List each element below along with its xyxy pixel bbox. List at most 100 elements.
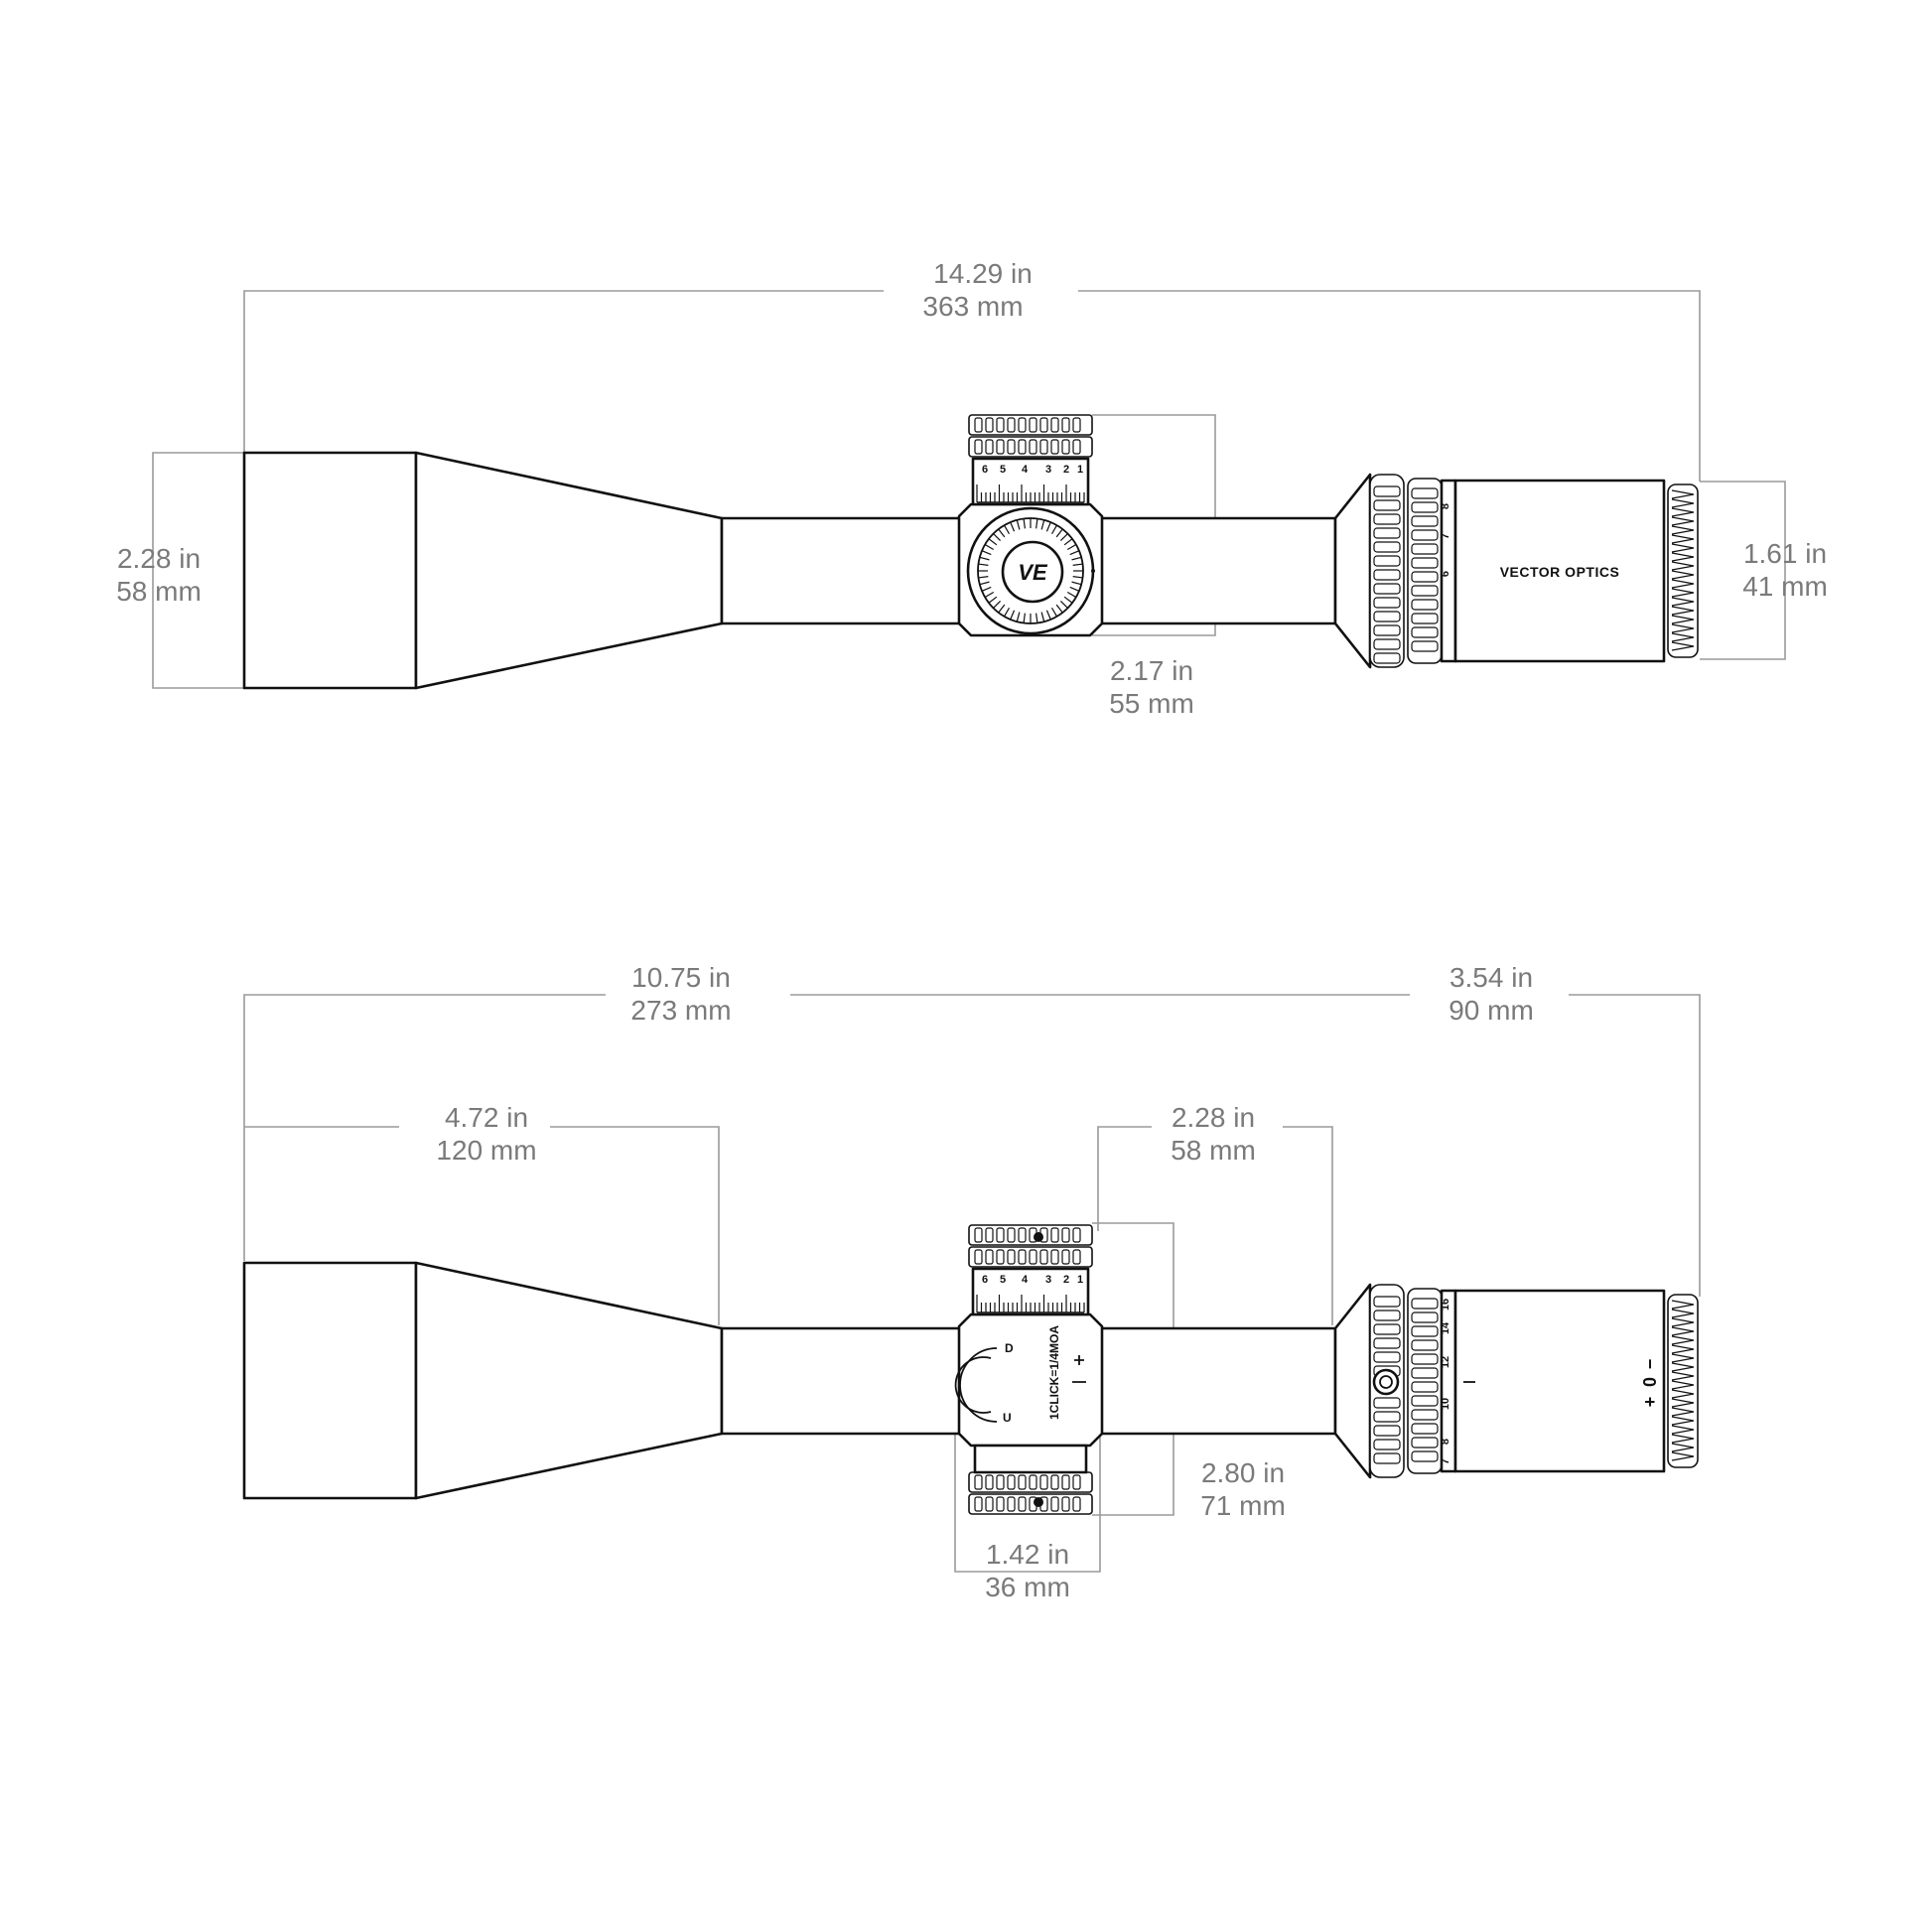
knurl-tooth	[1018, 1249, 1027, 1265]
cap-knurl-line	[1066, 543, 1077, 551]
knurl-tooth	[1018, 1227, 1027, 1243]
dial-u-label: U	[1003, 1411, 1012, 1425]
magnification-ring: 8 7 6	[1369, 474, 1457, 668]
cap-knurl-line	[1050, 607, 1058, 618]
length-to-eyepiece-dimension: 10.75 in 273 mm	[243, 962, 1332, 1261]
knurl-tooth	[1373, 624, 1401, 636]
knurl-tooth	[1373, 1323, 1401, 1335]
knurl-tooth	[1373, 513, 1401, 525]
elevation-turret-side: 6 5 4 3 2 1	[968, 1224, 1093, 1316]
knurl-tooth	[1671, 1443, 1695, 1452]
knurl-tooth	[1411, 501, 1439, 513]
knurl-tooth	[1671, 1309, 1695, 1318]
turret-height-dimension: 2.17 in 55 mm	[1092, 414, 1216, 719]
cap-knurl-line	[979, 556, 990, 561]
knurl-tooth	[1373, 583, 1401, 595]
objective-height-mm: 58 mm	[116, 576, 202, 607]
knurl-tooth	[1411, 613, 1439, 624]
saddle-width-in: 1.42 in	[986, 1539, 1069, 1570]
knurl-tooth	[1411, 626, 1439, 638]
turret-height-mm: 55 mm	[1109, 688, 1194, 719]
cap-knurl-line	[1016, 519, 1021, 530]
knurl-tooth	[1007, 1474, 1016, 1490]
knurl-tooth	[1018, 439, 1027, 455]
knurl-tooth	[1671, 623, 1695, 633]
knurl-tooth	[1671, 1326, 1695, 1336]
knurl-tooth	[1373, 527, 1401, 539]
knurl-tooth	[1671, 1362, 1695, 1372]
cap-knurl-line	[1063, 596, 1073, 604]
knurl-tooth	[1373, 541, 1401, 553]
knurl-tooth	[1671, 516, 1695, 526]
svg-text:1: 1	[1077, 464, 1083, 476]
knurl-tooth	[1671, 1344, 1695, 1354]
knurl-tooth	[1671, 498, 1695, 508]
eyepiece-transition-side	[1333, 1283, 1372, 1479]
svg-text:1: 1	[1077, 1274, 1083, 1286]
knurl-tooth	[974, 439, 983, 455]
knurl-tooth	[1029, 1474, 1037, 1490]
mag-ring-knurl	[1373, 485, 1439, 664]
cap-knurl-pattern	[978, 518, 1083, 623]
knurl-tooth	[1671, 489, 1695, 499]
turret-scale-band-side	[971, 1267, 1090, 1316]
knurl-tooth	[1039, 439, 1048, 455]
svg-text:6: 6	[982, 464, 988, 476]
knurl-tooth	[1373, 1425, 1401, 1437]
knurl-tooth	[1671, 615, 1695, 624]
knurl-tooth	[1411, 599, 1439, 611]
knurl-tooth	[1072, 439, 1081, 455]
objective-height-in: 2.28 in	[117, 543, 201, 574]
knurl-tooth	[996, 1474, 1005, 1490]
svg-text:5: 5	[1000, 464, 1006, 476]
knurl-tooth	[1411, 640, 1439, 652]
eyepiece-height-in: 1.61 in	[1743, 538, 1827, 569]
knurl-tooth	[1072, 1227, 1081, 1243]
turret-knurl-pattern-side	[974, 1227, 1081, 1265]
eyepiece-length-in: 3.54 in	[1449, 962, 1533, 993]
knurl-tooth	[1373, 555, 1401, 567]
knurl-tooth	[1671, 606, 1695, 616]
knurl-tooth	[1007, 417, 1016, 433]
bottom-turret	[968, 1444, 1093, 1515]
cap-knurl-line	[984, 543, 995, 551]
knurl-tooth	[985, 439, 994, 455]
knurl-tooth	[1373, 611, 1401, 622]
mag-ring-knurl-side	[1373, 1296, 1439, 1464]
knurl-tooth	[1373, 485, 1401, 497]
cap-knurl-line	[1016, 612, 1021, 622]
side-view: 10.75 in 273 mm 3.54 in 90 mm 4.72 in 12…	[242, 962, 1701, 1602]
knurl-tooth	[1671, 1451, 1695, 1461]
knurl-tooth	[1411, 1325, 1439, 1337]
knurl-tooth	[1411, 1339, 1439, 1351]
knurl-tooth	[1671, 1335, 1695, 1345]
knurl-tooth	[1373, 1439, 1401, 1450]
cap-knurl-line	[1059, 600, 1068, 609]
knurl-tooth	[996, 1496, 1005, 1512]
cap-knurl-line	[984, 591, 995, 599]
knurl-tooth	[1671, 1353, 1695, 1363]
knurl-tooth	[1029, 1249, 1037, 1265]
knurl-tooth	[1061, 439, 1070, 455]
cap-knurl-line	[1045, 521, 1051, 532]
brand-label: VECTOR OPTICS	[1500, 564, 1620, 580]
cap-knurl-line	[981, 550, 992, 556]
cap-knurl-line	[1010, 610, 1016, 621]
length-to-eyepiece-in: 10.75 in	[631, 962, 731, 993]
knurl-tooth	[1039, 417, 1048, 433]
knurl-tooth	[1050, 1249, 1059, 1265]
cap-knurl-line	[988, 538, 998, 546]
knurl-tooth	[1029, 1227, 1037, 1243]
cap-knurl-line	[998, 604, 1006, 614]
knurl-tooth	[1671, 552, 1695, 562]
knurl-tooth	[985, 1249, 994, 1265]
eyepiece-housing-side	[1453, 1289, 1666, 1473]
knurl-tooth	[1373, 1310, 1401, 1321]
objective-bell-length-mm: 120 mm	[436, 1135, 536, 1166]
knurl-tooth	[996, 439, 1005, 455]
knurl-tooth	[1061, 417, 1070, 433]
knurl-tooth	[1072, 1249, 1081, 1265]
knurl-tooth	[1029, 439, 1037, 455]
svg-text:10: 10	[1440, 1398, 1451, 1410]
turret-scale-ticks	[976, 484, 1085, 503]
